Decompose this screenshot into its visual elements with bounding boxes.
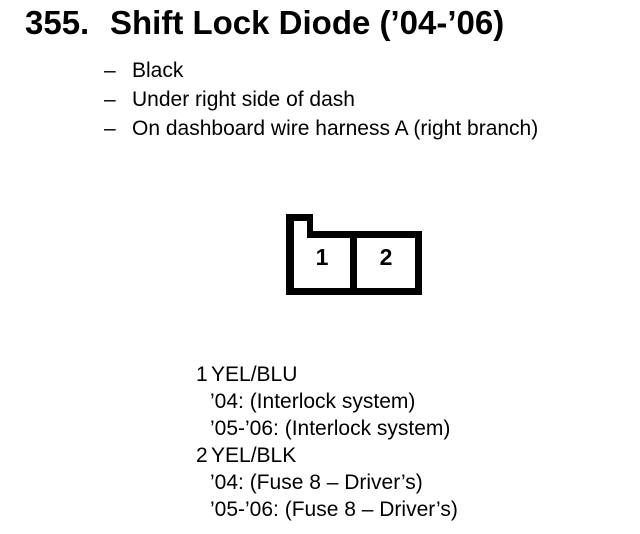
pin-detail: ’05-’06: (Interlock system) [210, 417, 451, 440]
note-line: – Black [104, 56, 538, 85]
dash-bullet: – [104, 117, 116, 140]
pin-detail: ’05-’06: (Fuse 8 – Driver’s) [210, 498, 458, 521]
cavity-1-label: 1 [316, 244, 329, 270]
note-line: – Under right side of dash [104, 85, 538, 114]
pin-wire-color: YEL/BLK [211, 444, 297, 467]
section-number: 355. [25, 4, 90, 41]
pin-wire-color: YEL/BLU [211, 363, 298, 386]
connector-outline [286, 214, 422, 295]
pin-detail: ’04: (Interlock system) [210, 390, 416, 413]
dash-bullet: – [104, 88, 116, 111]
connector-diagram: 1 2 [286, 214, 422, 295]
location-notes: – Black – Under right side of dash – On … [104, 56, 538, 143]
pin-number: 1 [196, 363, 208, 386]
note-line: – On dashboard wire harness A (right bra… [104, 114, 538, 143]
pin-number: 2 [196, 444, 208, 467]
dash-bullet: – [104, 59, 116, 82]
note-text: Under right side of dash [132, 88, 355, 111]
section-header: 355. Shift Lock Diode (’04-’06) [25, 4, 504, 42]
note-text: On dashboard wire harness A (right branc… [132, 117, 539, 140]
cavity-2-label: 2 [380, 244, 393, 270]
page-title: Shift Lock Diode (’04-’06) [110, 4, 505, 41]
note-text: Black [132, 59, 184, 82]
pin-detail: ’04: (Fuse 8 – Driver’s) [210, 471, 423, 494]
